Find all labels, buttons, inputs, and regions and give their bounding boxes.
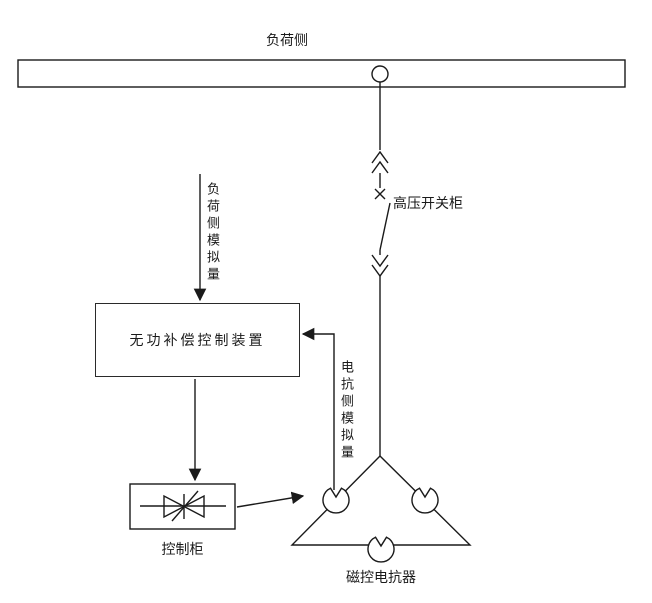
controller-label: 无功补偿控制装置 <box>129 332 266 348</box>
thyristor-gate-line <box>171 490 199 522</box>
bus-label: 负荷侧 <box>266 32 308 48</box>
winding-right-icon <box>411 487 439 514</box>
breaker-cross-icon <box>374 188 386 200</box>
busbar <box>17 59 626 88</box>
thyristor-icon <box>163 494 186 519</box>
reactor-analog-label: 电抗侧模拟量 <box>339 360 354 462</box>
reactor-analog-arrow <box>301 327 335 490</box>
switch-blade-icon <box>379 202 391 251</box>
thyristor-reverse-icon <box>182 494 205 519</box>
cabinet-to-reactor-arrow <box>236 491 305 508</box>
reactor-label: 磁控电抗器 <box>346 569 416 585</box>
load-analog-label: 负荷侧模拟量 <box>205 182 220 284</box>
reactor-delta <box>290 455 472 546</box>
connection-node-icon <box>371 65 389 83</box>
drawout-contact-top-icon <box>371 150 389 174</box>
cabinet-label: 控制柜 <box>161 541 204 557</box>
winding-bottom-icon <box>367 536 395 563</box>
winding-left-icon <box>322 487 350 514</box>
drawout-contact-bottom-icon <box>371 254 389 278</box>
switchgear-label: 高压开关柜 <box>393 195 463 211</box>
controller-box: 无功补偿控制装置 <box>95 303 300 377</box>
